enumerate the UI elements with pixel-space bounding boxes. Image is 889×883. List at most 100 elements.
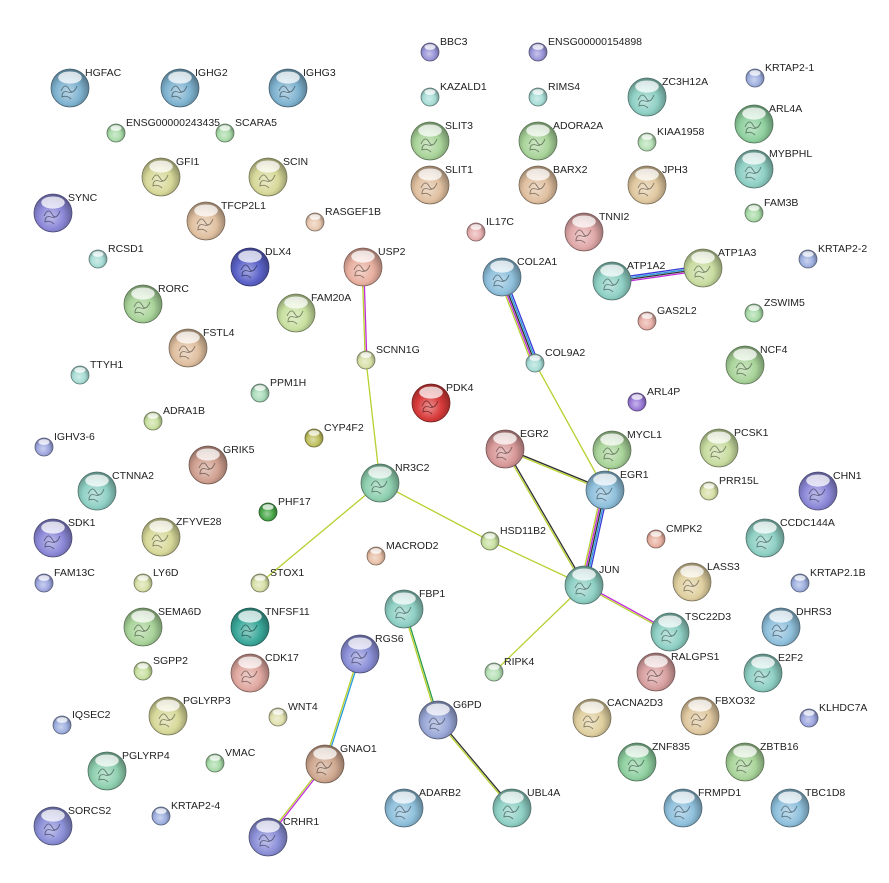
node-ARL4A[interactable]: ARL4A xyxy=(734,103,802,144)
node-LASS3[interactable]: LASS3 xyxy=(672,561,740,602)
node-CYP4F2[interactable]: CYP4F2 xyxy=(304,422,364,448)
node-BBC3[interactable]: BBC3 xyxy=(420,36,468,62)
node-SORCS2[interactable]: SORCS2 xyxy=(33,805,111,846)
node-MYCL1[interactable]: MYCL1 xyxy=(592,429,662,470)
node-IQSEC2[interactable]: IQSEC2 xyxy=(52,709,111,735)
node-SDK1[interactable]: SDK1 xyxy=(33,517,96,558)
edge-COL9A2-EGR1[interactable] xyxy=(534,362,606,491)
node-RORC[interactable]: RORC xyxy=(123,283,189,324)
node-ENSG00000243435[interactable]: ENSG00000243435 xyxy=(106,117,220,143)
node-CTNNA2[interactable]: CTNNA2 xyxy=(77,470,154,511)
node-IGHG2[interactable]: IGHG2 xyxy=(160,67,228,108)
node-ZC3H12A[interactable]: ZC3H12A xyxy=(627,76,708,117)
node-KAZALD1[interactable]: KAZALD1 xyxy=(420,81,487,107)
node-PCSK1[interactable]: PCSK1 xyxy=(699,427,769,468)
node-ZBTB16[interactable]: ZBTB16 xyxy=(725,741,799,782)
node-IGHG3[interactable]: IGHG3 xyxy=(268,67,336,108)
node-SCARA5[interactable]: SCARA5 xyxy=(215,117,277,143)
node-TBC1D8[interactable]: TBC1D8 xyxy=(770,787,845,828)
node-NR3C2[interactable]: NR3C2 xyxy=(360,462,430,503)
node-RALGPS1[interactable]: RALGPS1 xyxy=(636,651,720,692)
node-UBL4A[interactable]: UBL4A xyxy=(492,787,560,828)
node-SLIT3[interactable]: SLIT3 xyxy=(410,120,473,161)
node-ADARB2[interactable]: ADARB2 xyxy=(384,787,461,828)
node-PGLYRP4[interactable]: PGLYRP4 xyxy=(87,750,170,791)
node-FAM20A[interactable]: FAM20A xyxy=(276,292,351,333)
node-PHF17[interactable]: PHF17 xyxy=(258,496,311,522)
node-DHRS3[interactable]: DHRS3 xyxy=(761,606,832,647)
node-COL2A1[interactable]: COL2A1 xyxy=(482,256,557,297)
node-SYNC[interactable]: SYNC xyxy=(33,192,98,233)
node-CRHR1[interactable]: CRHR1 xyxy=(248,816,319,857)
edge-NR3C2-HSD11B2[interactable] xyxy=(379,482,491,542)
node-SCNN1G[interactable]: SCNN1G xyxy=(356,344,420,370)
node-IL17C[interactable]: IL17C xyxy=(466,216,514,242)
node-KIAA1958[interactable]: KIAA1958 xyxy=(637,126,704,152)
node-ZFYVE28[interactable]: ZFYVE28 xyxy=(141,516,222,557)
node-ATP1A3[interactable]: ATP1A3 xyxy=(683,247,756,288)
node-CDK17[interactable]: CDK17 xyxy=(230,652,299,693)
node-ADORA2A[interactable]: ADORA2A xyxy=(518,120,603,161)
node-IGHV3-6[interactable]: IGHV3-6 xyxy=(34,431,95,457)
node-HSD11B2[interactable]: HSD11B2 xyxy=(480,525,546,551)
node-GFI1[interactable]: GFI1 xyxy=(141,156,199,197)
edge-JUN-RIPK4[interactable] xyxy=(493,584,585,673)
node-HGFAC[interactable]: HGFAC xyxy=(50,67,122,108)
node-COL9A2[interactable]: COL9A2 xyxy=(525,347,585,373)
node-G6PD[interactable]: G6PD xyxy=(418,699,482,740)
node-ATP1A2[interactable]: ATP1A2 xyxy=(592,260,665,301)
node-JPH3[interactable]: JPH3 xyxy=(627,164,688,205)
node-RCSD1[interactable]: RCSD1 xyxy=(88,243,144,269)
node-VMAC[interactable]: VMAC xyxy=(205,747,256,773)
node-E2F2[interactable]: E2F2 xyxy=(743,652,803,693)
node-GNAO1[interactable]: GNAO1 xyxy=(305,743,377,784)
node-TFCP2L1[interactable]: TFCP2L1 xyxy=(186,200,266,241)
node-USP2[interactable]: USP2 xyxy=(343,246,406,287)
edge-EGR2-JUN[interactable] xyxy=(503,448,586,586)
node-KRTAP2-2[interactable]: KRTAP2-2 xyxy=(798,243,867,269)
node-FAM3B[interactable]: FAM3B xyxy=(744,197,798,223)
node-ADRA1B[interactable]: ADRA1B xyxy=(143,405,205,431)
node-KRTAP2-1[interactable]: KRTAP2-1 xyxy=(745,62,814,88)
node-RIMS4[interactable]: RIMS4 xyxy=(528,81,580,107)
node-ZSWIM5[interactable]: ZSWIM5 xyxy=(744,297,805,323)
node-CACNA2D3[interactable]: CACNA2D3 xyxy=(572,697,663,738)
node-KLHDC7A[interactable]: KLHDC7A xyxy=(799,702,867,728)
node-GRIK5[interactable]: GRIK5 xyxy=(188,444,255,485)
node-GAS2L2[interactable]: GAS2L2 xyxy=(637,305,697,331)
node-PGLYRP3[interactable]: PGLYRP3 xyxy=(148,695,231,736)
node-ZNF835[interactable]: ZNF835 xyxy=(617,741,690,782)
node-JUN[interactable]: JUN xyxy=(564,564,619,605)
node-KRTAP2-4[interactable]: KRTAP2-4 xyxy=(151,800,220,826)
node-KRTAP2.1B[interactable]: KRTAP2.1B xyxy=(790,567,866,593)
node-STOX1[interactable]: STOX1 xyxy=(250,567,304,593)
node-TTYH1[interactable]: TTYH1 xyxy=(70,359,123,385)
node-CMPK2[interactable]: CMPK2 xyxy=(646,523,702,549)
node-SCIN[interactable]: SCIN xyxy=(248,156,308,197)
node-PRR15L[interactable]: PRR15L xyxy=(699,475,759,501)
node-SEMA6D[interactable]: SEMA6D xyxy=(123,606,202,647)
node-FBXO32[interactable]: FBXO32 xyxy=(680,695,755,736)
node-PPM1H[interactable]: PPM1H xyxy=(250,377,306,403)
node-ARL4P[interactable]: ARL4P xyxy=(627,386,680,412)
node-WNT4[interactable]: WNT4 xyxy=(268,701,318,727)
node-MACROD2[interactable]: MACROD2 xyxy=(366,540,439,566)
node-EGR2[interactable]: EGR2 xyxy=(485,428,549,469)
node-FSTL4[interactable]: FSTL4 xyxy=(168,327,235,368)
node-EGR1[interactable]: EGR1 xyxy=(585,469,649,510)
node-FRMPD1[interactable]: FRMPD1 xyxy=(663,787,741,828)
node-TNFSF11[interactable]: TNFSF11 xyxy=(230,606,310,647)
node-CHN1[interactable]: CHN1 xyxy=(798,470,862,511)
node-TNNI2[interactable]: TNNI2 xyxy=(564,211,629,252)
node-TSC22D3[interactable]: TSC22D3 xyxy=(650,611,731,652)
node-RIPK4[interactable]: RIPK4 xyxy=(484,656,535,682)
node-LY6D[interactable]: LY6D xyxy=(133,567,179,593)
node-CCDC144A[interactable]: CCDC144A xyxy=(745,517,835,558)
node-SGPP2[interactable]: SGPP2 xyxy=(133,655,188,681)
edge-SCNN1G-NR3C2[interactable] xyxy=(365,359,381,484)
node-DLX4[interactable]: DLX4 xyxy=(230,246,291,287)
node-RASGEF1B[interactable]: RASGEF1B xyxy=(305,206,381,232)
node-BARX2[interactable]: BARX2 xyxy=(518,164,588,205)
node-SLIT1[interactable]: SLIT1 xyxy=(410,164,473,205)
node-PDK4[interactable]: PDK4 xyxy=(411,382,474,423)
